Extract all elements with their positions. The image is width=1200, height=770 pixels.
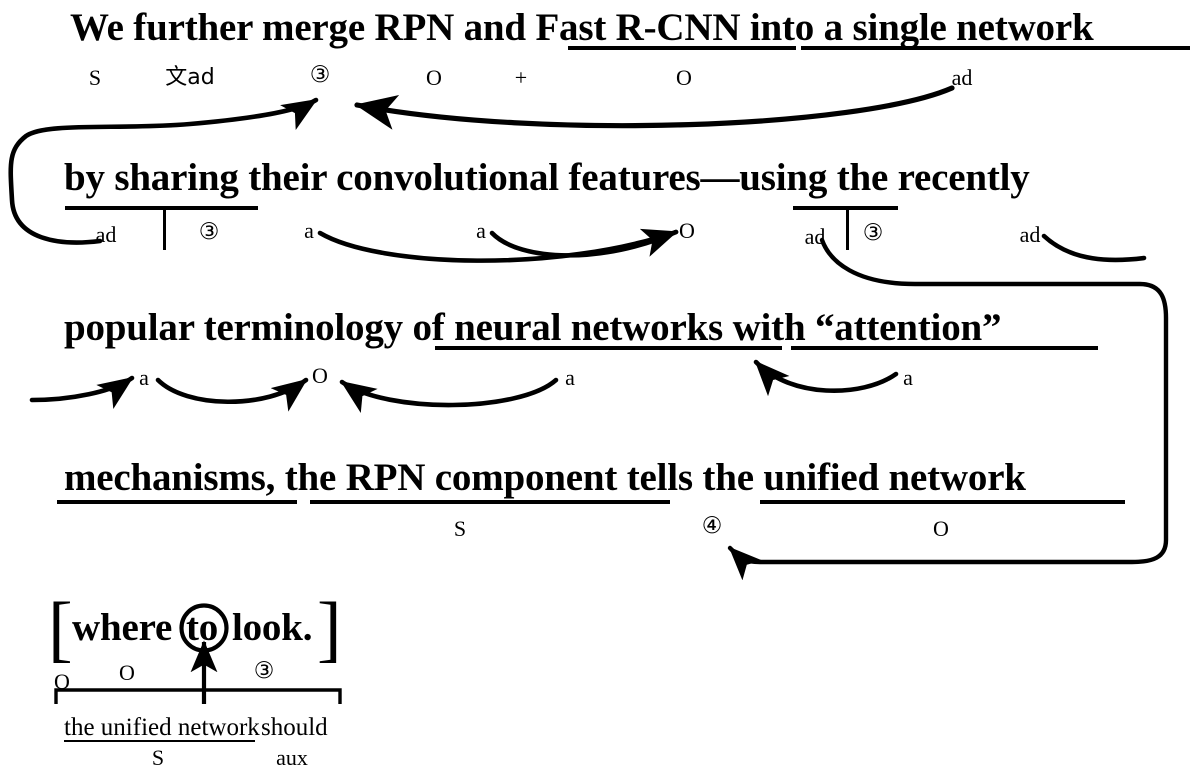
sentence-line-1: We further merge RPN and Fast R-CNN into…	[70, 6, 1094, 49]
underline-the-rpn-component	[310, 500, 670, 504]
brace-subclause	[54, 688, 342, 704]
label-line5-object-2: O	[119, 660, 135, 685]
sentence-line-5-look: look.	[232, 606, 313, 649]
label-line2-adverbial-1: ad	[95, 222, 117, 247]
label-line2-circled-3a: ③	[198, 219, 220, 245]
underline-fast-rcnn	[568, 46, 796, 50]
label-line2-attrib-1: a	[304, 218, 314, 243]
underline-into-a-single-network	[801, 46, 1190, 50]
label-line1-object-2: O	[676, 65, 692, 90]
arc-line3-a2-to-o	[339, 377, 559, 413]
underline-by-sharing	[65, 206, 258, 210]
tail-line2-ad3	[1041, 233, 1147, 263]
arc-line2-a1-to-o	[317, 228, 679, 263]
label-line2-circled-3b: ③	[862, 220, 884, 246]
wrap-curve-line2-ad-to-line4-circled4	[727, 237, 1169, 581]
label-line2-object: O	[679, 218, 695, 243]
bracket-open: [	[48, 588, 73, 670]
label-line4-object: O	[933, 516, 949, 541]
label-line3-attrib-2: a	[565, 365, 575, 390]
arc-line3-a1-to-o	[155, 377, 309, 412]
subclause-right: should	[261, 714, 328, 741]
underline-with-attention	[791, 346, 1098, 350]
divider-tick-line2-b	[846, 206, 849, 250]
sentence-line-3: popular terminology of neural networks w…	[64, 306, 1002, 349]
sentence-line-5-to: to	[186, 606, 219, 649]
sentence-line-4: mechanisms, the RPN component tells the …	[64, 456, 1026, 499]
bracket-close: ]	[317, 588, 342, 670]
arc-line2-a2-to-o	[489, 229, 679, 258]
label-line3-attrib-1: a	[139, 365, 149, 390]
subclause-left: the unified network	[64, 714, 260, 741]
label-line6-aux: aux	[276, 745, 308, 770]
sentence-line-5-where: where	[72, 606, 173, 649]
label-line1-circled-3: ③	[309, 62, 331, 88]
underline-mechanisms	[57, 500, 297, 504]
label-line1-adverbial-cjk: 文ad	[165, 65, 215, 90]
label-line4-circled-4: ④	[701, 513, 723, 539]
label-line4-subject: S	[453, 516, 467, 541]
sentence-line-2: by sharing their convolutional features—…	[64, 156, 1030, 199]
arc-line3-a3-to-networks	[753, 359, 899, 397]
label-line2-adverbial-2: ad	[804, 224, 826, 249]
label-line1-plus: +	[514, 65, 528, 90]
arrow-line3-incoming-to-a1	[29, 375, 135, 410]
label-line1-adverbial: ad	[951, 65, 973, 90]
underline-of-neural-networks	[435, 346, 782, 350]
label-line5-object-1: O	[54, 669, 70, 694]
label-line1-object-1: O	[426, 65, 442, 90]
underline-the-unified-network	[760, 500, 1125, 504]
label-line2-adverbial-3: ad	[1019, 222, 1041, 247]
label-line3-attrib-3: a	[903, 365, 913, 390]
label-line1-subject: S	[88, 65, 102, 90]
arc-line1-ad-to-circled3	[354, 85, 955, 130]
label-line5-circled-3: ③	[253, 658, 275, 684]
label-line6-subject: S	[151, 745, 165, 770]
label-line2-attrib-2: a	[476, 218, 486, 243]
label-line3-object: O	[312, 363, 328, 388]
underline-using	[793, 206, 898, 210]
divider-tick-line2-a	[163, 206, 166, 250]
underline-subclause-left	[64, 740, 255, 742]
